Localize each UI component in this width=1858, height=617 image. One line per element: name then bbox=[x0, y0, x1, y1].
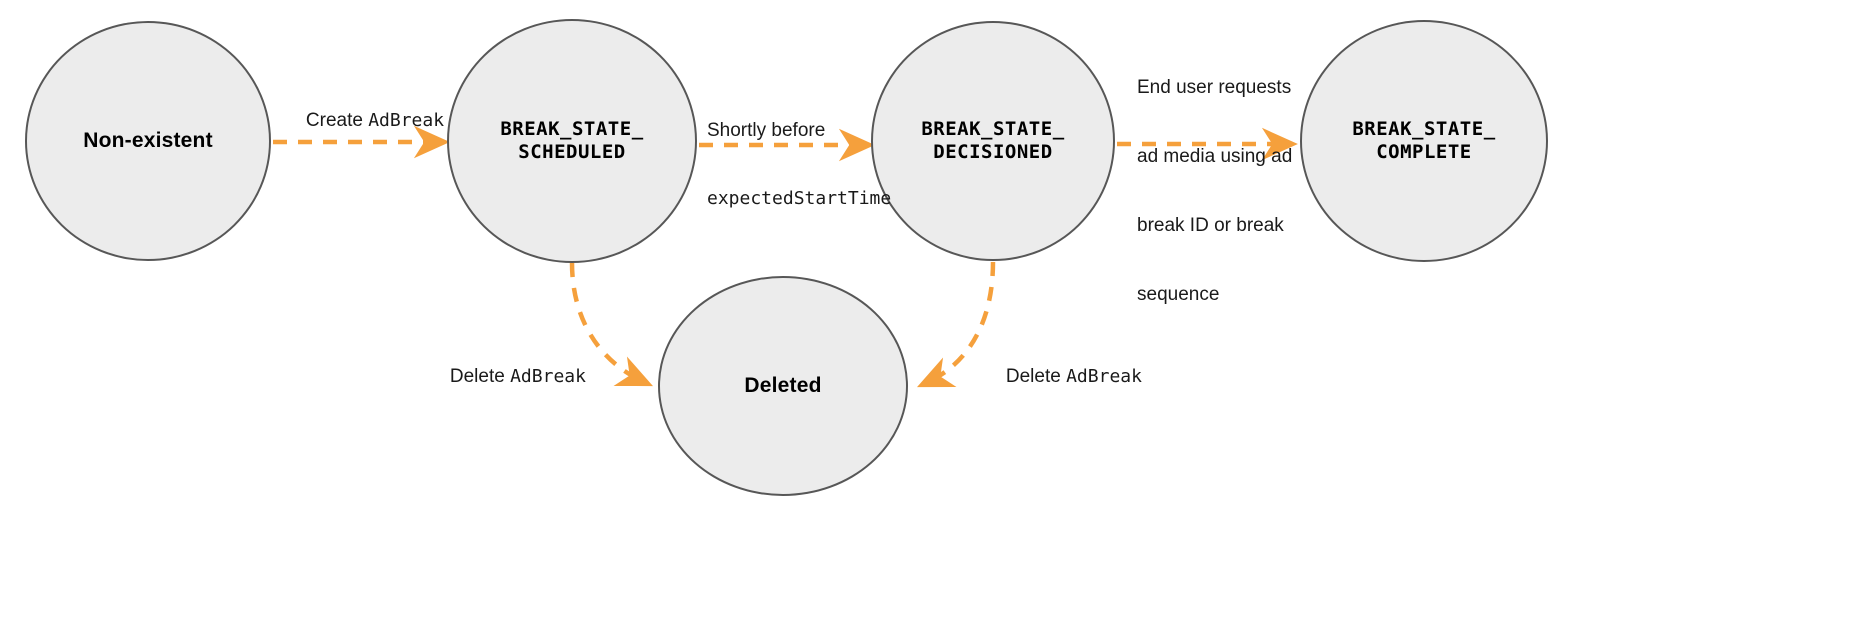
state-node-break-state-complete[interactable]: BREAK_STATE_ COMPLETE bbox=[1300, 20, 1548, 262]
state-node-non-existent[interactable]: Non-existent bbox=[25, 21, 271, 261]
state-label-deleted: Deleted bbox=[744, 374, 822, 398]
edge-delete-adbreak-scheduled bbox=[569, 262, 654, 387]
edge-label-delete-adbreak-scheduled: Delete AdBreak bbox=[449, 365, 586, 387]
edge-delete-adbreak-decisioned bbox=[916, 261, 996, 388]
state-label-break-state-scheduled: BREAK_STATE_ SCHEDULED bbox=[500, 117, 644, 163]
state-label-break-state-decisioned: BREAK_STATE_ DECISIONED bbox=[921, 117, 1065, 163]
state-node-break-state-decisioned[interactable]: BREAK_STATE_ DECISIONED bbox=[871, 21, 1115, 261]
state-label-break-state-complete: BREAK_STATE_ COMPLETE bbox=[1352, 117, 1496, 163]
edge-label-create-adbreak: Create AdBreak bbox=[305, 109, 445, 131]
state-node-break-state-scheduled[interactable]: BREAK_STATE_ SCHEDULED bbox=[447, 19, 697, 263]
edge-label-end-user-requests: End user requests ad media using ad brea… bbox=[1137, 77, 1293, 305]
state-label-non-existent: Non-existent bbox=[83, 129, 213, 153]
edge-label-delete-adbreak-decisioned: Delete AdBreak bbox=[1005, 365, 1142, 387]
state-node-deleted[interactable]: Deleted bbox=[658, 276, 908, 496]
edge-label-shortly-before: Shortly before expectedStartTime bbox=[707, 120, 892, 210]
